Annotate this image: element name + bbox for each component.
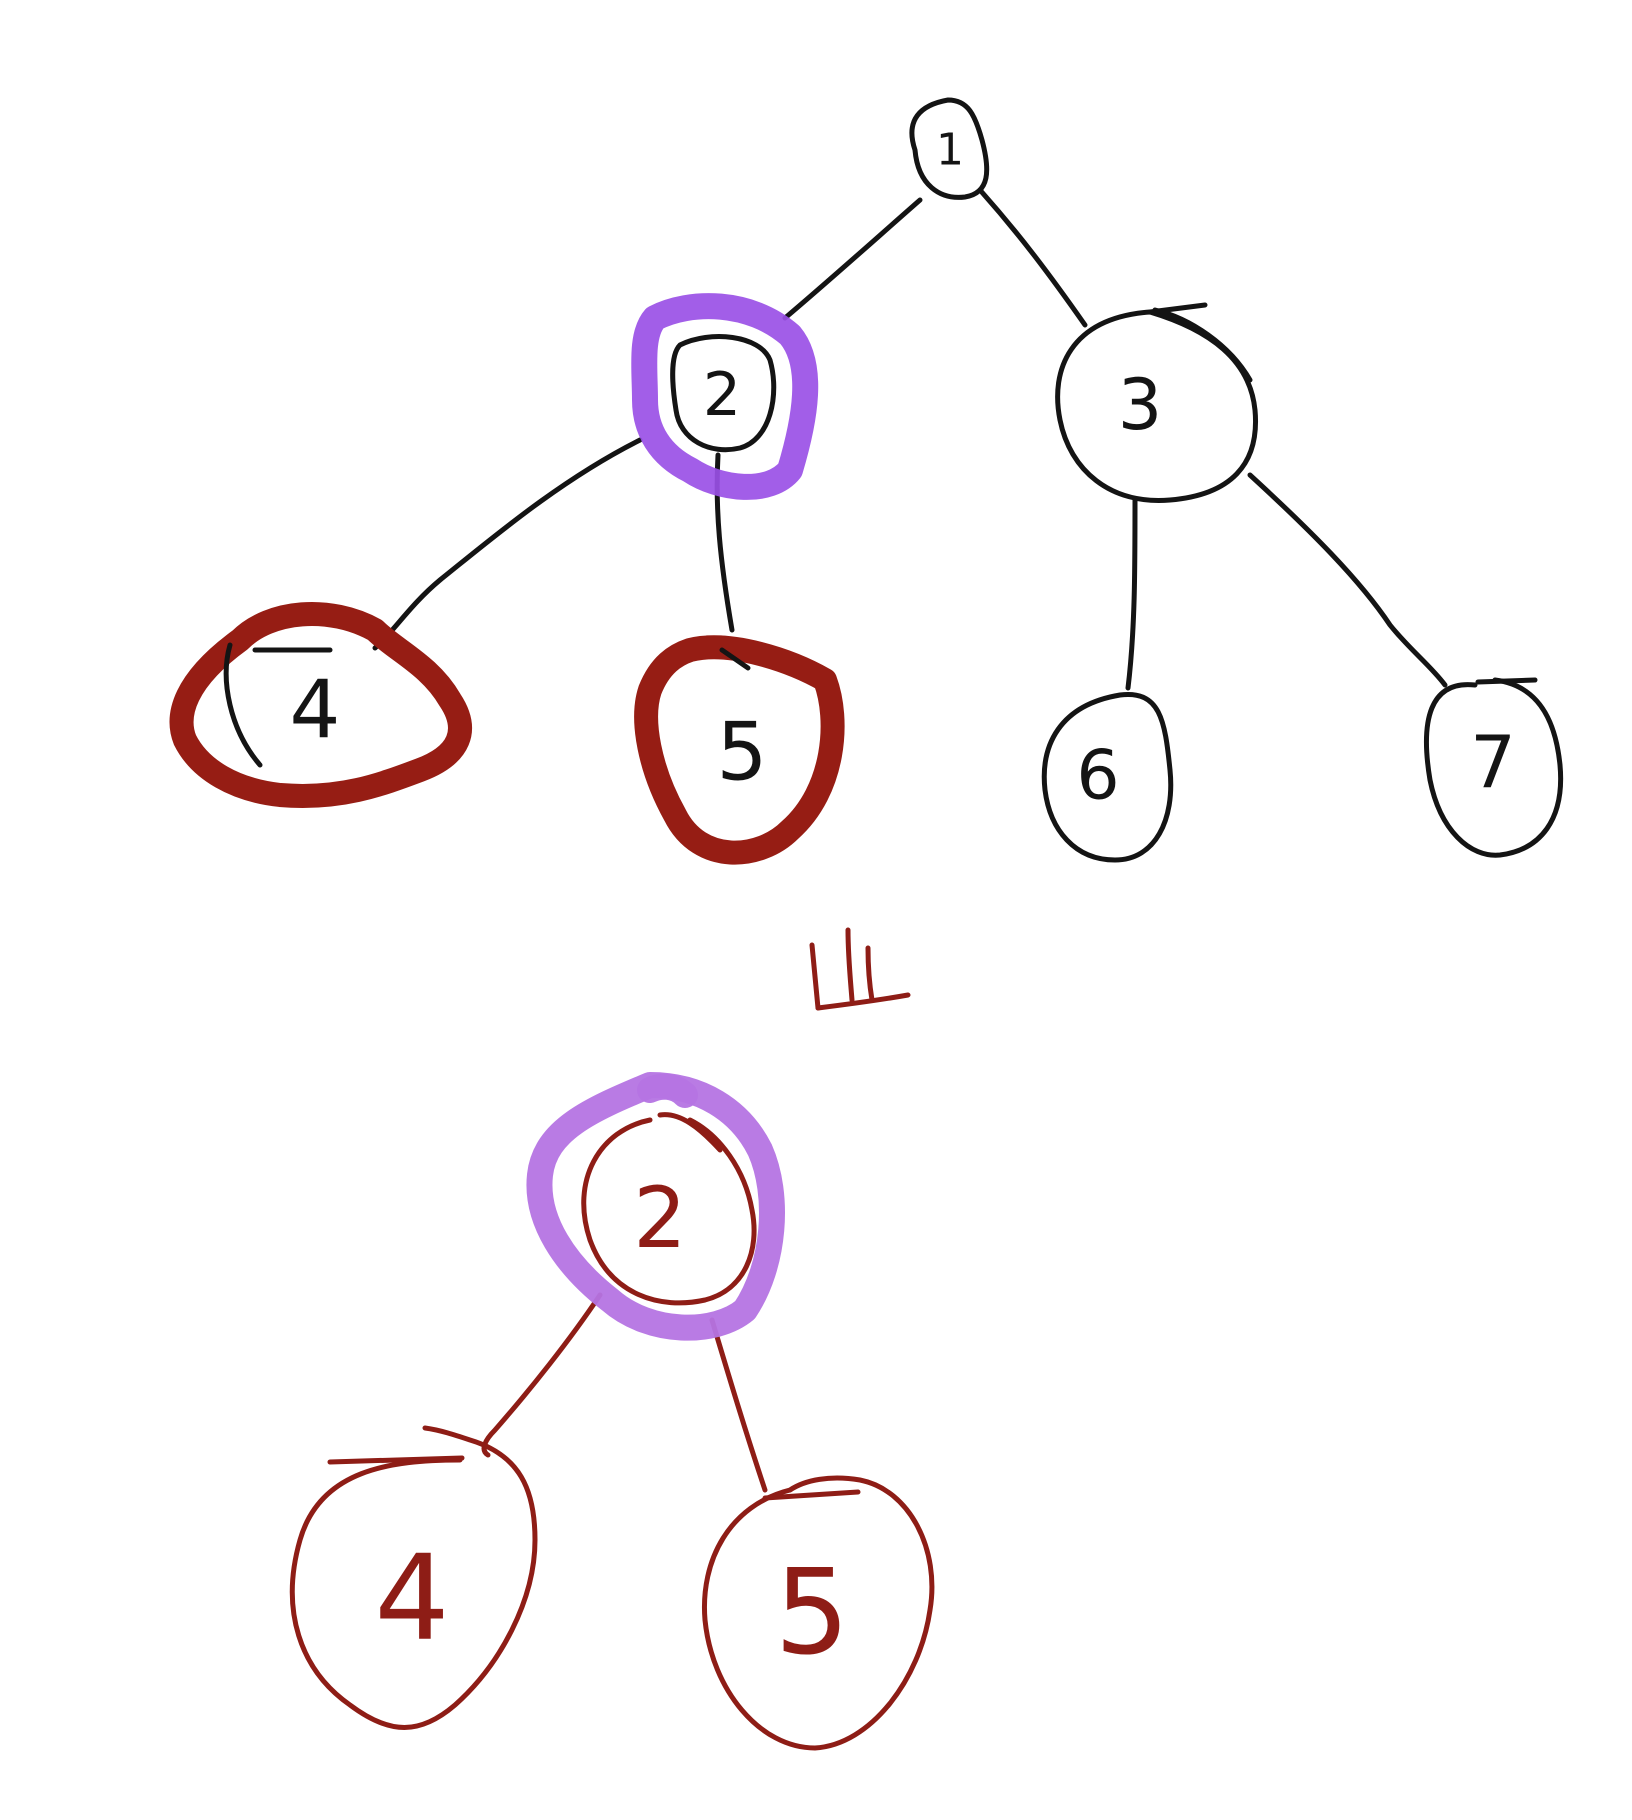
bottom-node-2-label: 2 <box>633 1169 686 1267</box>
bottom-node-2-tick <box>657 1112 723 1153</box>
top-node-5-highlight <box>634 635 845 865</box>
bottom-node-4-outline <box>289 1425 538 1730</box>
bottom-node-2-highlight-dot <box>637 1073 698 1108</box>
bottom-edge-2-4 <box>481 1292 603 1458</box>
top-node-5-tick <box>719 647 751 671</box>
equivalence-stroke-base <box>815 992 911 1011</box>
top-node-6-outline <box>1041 691 1174 863</box>
top-node-3: 3 <box>1055 302 1259 503</box>
top-node-4-highlight <box>169 602 472 808</box>
top-node-3-overstroke <box>1152 307 1253 383</box>
top-node-7-tick <box>1475 677 1538 685</box>
top-tree: 1 2 3 4 5 6 <box>169 97 1564 865</box>
equivalence-symbol: ═ <box>0 0 911 1011</box>
top-edge-2-4 <box>372 437 643 651</box>
top-node-3-label: 3 <box>1118 364 1163 446</box>
bottom-node-2-highlight <box>526 1072 785 1341</box>
top-node-2-label: 2 <box>703 360 741 430</box>
bottom-node-2-outline <box>581 1117 757 1306</box>
bottom-node-4-label: 4 <box>374 1529 449 1667</box>
bottom-node-4: 4 <box>289 1425 538 1730</box>
bottom-edge-2-5 <box>709 1317 768 1493</box>
top-node-2: 2 <box>631 293 819 500</box>
top-node-4: 4 <box>169 602 472 808</box>
bottom-node-5-label: 5 <box>774 1543 849 1681</box>
top-edge-1-2 <box>782 197 923 321</box>
bottom-tree: 2 4 5 <box>289 1072 935 1751</box>
top-node-7-outline <box>1423 677 1564 858</box>
top-node-1-outline <box>909 97 990 200</box>
top-edge-3-7 <box>1247 472 1448 688</box>
equivalence-stroke-mid <box>845 927 855 1003</box>
top-node-2-highlight <box>631 293 819 500</box>
bottom-node-2: 2 <box>526 1072 785 1341</box>
top-edge-3-6 <box>1125 497 1138 691</box>
top-edge-1-3 <box>977 187 1088 328</box>
equivalence-stroke-right <box>865 945 875 1003</box>
top-node-4-inner <box>223 642 263 768</box>
top-node-4-label: 4 <box>290 664 341 757</box>
top-node-7: 7 <box>1423 677 1564 858</box>
bottom-node-5-outline <box>701 1475 935 1751</box>
top-node-5-label: 5 <box>717 706 768 799</box>
bottom-node-5-tick <box>762 1489 861 1501</box>
top-node-3-tick <box>1147 302 1208 315</box>
top-node-7-label: 7 <box>1470 720 1516 804</box>
top-node-2-outline <box>670 334 777 453</box>
top-node-6-label: 6 <box>1076 737 1119 816</box>
top-node-1: 1 <box>909 97 990 200</box>
equivalence-symbol-glyph: ═ <box>0 0 1 1</box>
top-node-6: 6 <box>1041 691 1174 863</box>
top-node-5: 5 <box>634 635 845 865</box>
equivalence-stroke-left <box>809 942 821 1011</box>
bottom-node-4-tick <box>327 1455 465 1465</box>
bottom-node-5: 5 <box>701 1475 935 1751</box>
top-node-1-label: 1 <box>936 125 964 176</box>
